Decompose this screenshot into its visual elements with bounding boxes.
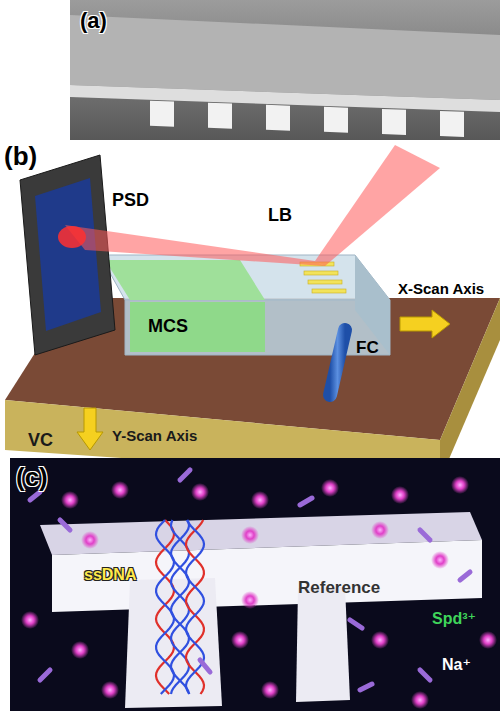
setup-panel	[5, 145, 500, 480]
sodium-ion	[479, 631, 497, 649]
panel-label: (c)	[16, 463, 48, 493]
cantilever	[150, 101, 174, 127]
sodium-ion	[251, 491, 269, 509]
x-scan-arrow	[400, 310, 450, 338]
cantilever	[324, 107, 348, 133]
cantilever	[382, 109, 406, 135]
sodium-ion	[261, 681, 279, 699]
sodium-ion	[81, 531, 99, 549]
sodium-ion	[371, 521, 389, 539]
spermidine-ion	[40, 670, 50, 680]
y-scan-arrow	[77, 408, 103, 450]
spermidine-ion	[180, 470, 190, 480]
sem-background	[70, 0, 500, 140]
psd-body	[20, 155, 115, 355]
cantilever	[266, 105, 290, 131]
spermidine-ion	[420, 670, 430, 680]
laser-beam	[65, 225, 325, 266]
sodium-ion	[451, 476, 469, 494]
ssdna-strand	[186, 520, 204, 694]
sodium-ion	[431, 551, 449, 569]
cantilever-array	[150, 101, 464, 137]
solution-panel	[10, 458, 500, 711]
ion-label: Na⁺	[442, 656, 471, 674]
ssdna-strands	[156, 520, 204, 694]
sodium-ion	[241, 591, 259, 609]
sodium-ion	[231, 631, 249, 649]
ion-label: Spd³⁺	[432, 610, 476, 628]
sodium-ion	[191, 483, 209, 501]
ions	[21, 470, 497, 709]
chip-front	[52, 540, 482, 612]
molecule-label: ssDNA	[84, 566, 136, 584]
sodium-ion	[111, 481, 129, 499]
reference-cantilever	[296, 587, 350, 702]
sodium-ion	[21, 611, 39, 629]
sem-panel	[70, 0, 500, 140]
psd-screen	[35, 178, 101, 331]
cantilevers	[300, 262, 346, 293]
panel-background	[10, 458, 500, 711]
flow-tube	[330, 330, 345, 395]
detector-label: PSD	[112, 190, 149, 211]
spermidine-ion	[200, 660, 210, 672]
laser-label: LB	[268, 205, 292, 226]
laser-spot	[58, 226, 86, 248]
channel-top	[105, 260, 265, 300]
chip-label: MCS	[148, 316, 188, 337]
spermidine-ion	[350, 620, 362, 628]
sodium-ion	[71, 641, 89, 659]
axis-label: X-Scan Axis	[398, 280, 484, 297]
spermidine-ion	[360, 684, 372, 690]
sodium-ion	[241, 526, 259, 544]
channel-front	[130, 302, 265, 352]
chip-top	[100, 255, 390, 300]
spermidine-ion	[420, 530, 430, 540]
spermidine-ion	[60, 520, 70, 530]
sodium-ion	[101, 681, 119, 699]
sodium-ion	[411, 691, 429, 709]
cantilever-label: Reference	[298, 578, 380, 598]
spermidine-ion	[30, 492, 40, 500]
sodium-ion	[321, 479, 339, 497]
cantilever	[208, 103, 232, 129]
ssdna-strand	[186, 520, 204, 694]
cantilever	[440, 111, 464, 137]
panel-label: (b)	[4, 142, 37, 172]
axis-label: Y-Scan Axis	[112, 427, 197, 444]
laser-beam	[315, 145, 440, 266]
spermidine-ion	[460, 572, 470, 580]
sodium-ion	[371, 631, 389, 649]
sodium-ion	[61, 491, 79, 509]
flow-cell-label: FC	[356, 338, 379, 358]
sodium-ion	[391, 486, 409, 504]
stage-label: VC	[28, 430, 53, 451]
spermidine-ion	[300, 498, 312, 505]
panel-label: (a)	[80, 8, 107, 33]
